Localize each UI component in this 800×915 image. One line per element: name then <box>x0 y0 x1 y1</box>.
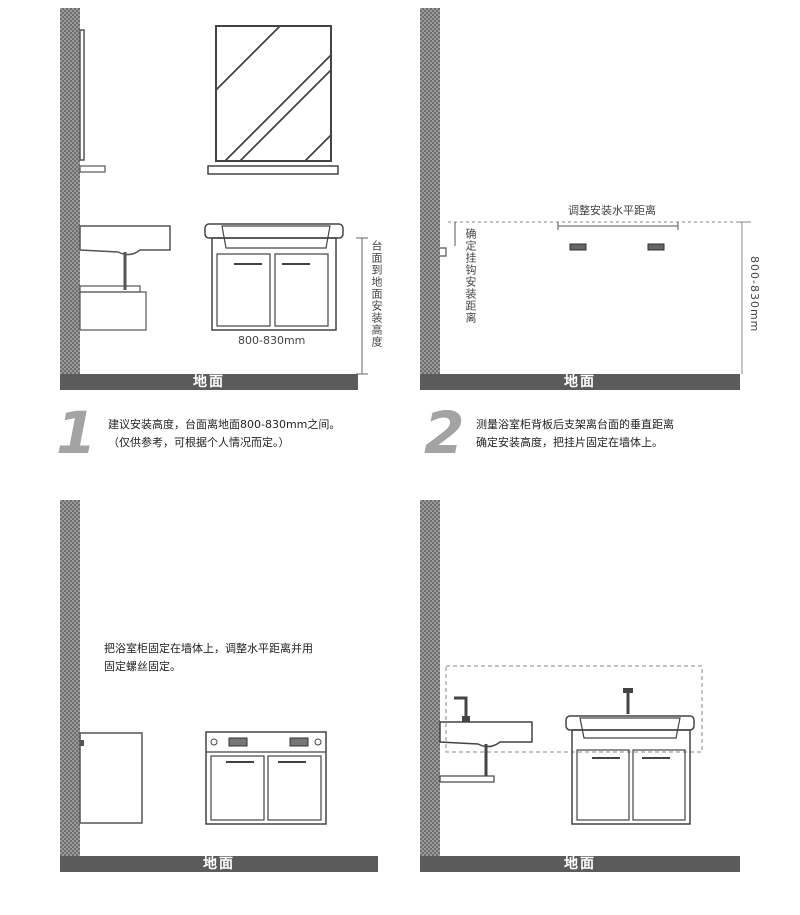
step2-number: 2 <box>424 399 465 467</box>
step2-side-label: 确定挂钩安装距离 <box>464 228 477 324</box>
front-cabinet-4 <box>571 729 691 825</box>
bracket-right <box>647 243 665 251</box>
side-basin <box>79 225 171 256</box>
side-mirror-shelf <box>79 165 106 173</box>
side-mirror <box>79 29 85 161</box>
mirror <box>215 25 332 162</box>
step3-description: 把浴室柜固定在墙体上，调整水平距离并用 固定螺丝固定。 <box>104 642 313 673</box>
step1-number: 1 <box>56 399 97 467</box>
step4-drawing <box>439 665 703 825</box>
step2-top-label: 调整安装水平距离 <box>568 204 656 217</box>
wall-2 <box>420 8 440 374</box>
side-basin-4 <box>439 721 533 748</box>
dashed-outline <box>445 665 703 753</box>
step1-drawing <box>79 25 368 375</box>
step1-description: 建议安装高度，台面离地面800-830mm之间。 （仅供参考，可根据个人情况而定… <box>108 418 341 449</box>
step2-drawing <box>440 221 752 374</box>
mirror-shelf <box>207 165 339 175</box>
floor-bar-2: 地面 <box>420 374 740 390</box>
floor-bar-4: 地面 <box>420 856 740 872</box>
front-cabinet-3 <box>205 731 327 825</box>
wall-4 <box>420 500 440 856</box>
front-cabinet <box>211 237 337 331</box>
wall-3 <box>60 500 80 856</box>
step3-drawing <box>79 731 327 825</box>
step1-height-label: 台面到地面安装高度 <box>370 240 383 348</box>
floor-bar-1: 地面 <box>60 374 358 390</box>
bracket-left <box>569 243 587 251</box>
step2-height-label: 800-830mm <box>748 256 761 333</box>
step1-width-label: 800-830mm <box>238 334 306 347</box>
wall-1 <box>60 8 80 374</box>
side-cabinet <box>79 291 147 331</box>
step2-description: 测量浴室柜背板后支架离台面的垂直距离 确定安装高度，把挂片固定在墙体上。 <box>476 418 674 449</box>
side-cabinet-3 <box>79 732 143 824</box>
floor-bar-3: 地面 <box>60 856 378 872</box>
